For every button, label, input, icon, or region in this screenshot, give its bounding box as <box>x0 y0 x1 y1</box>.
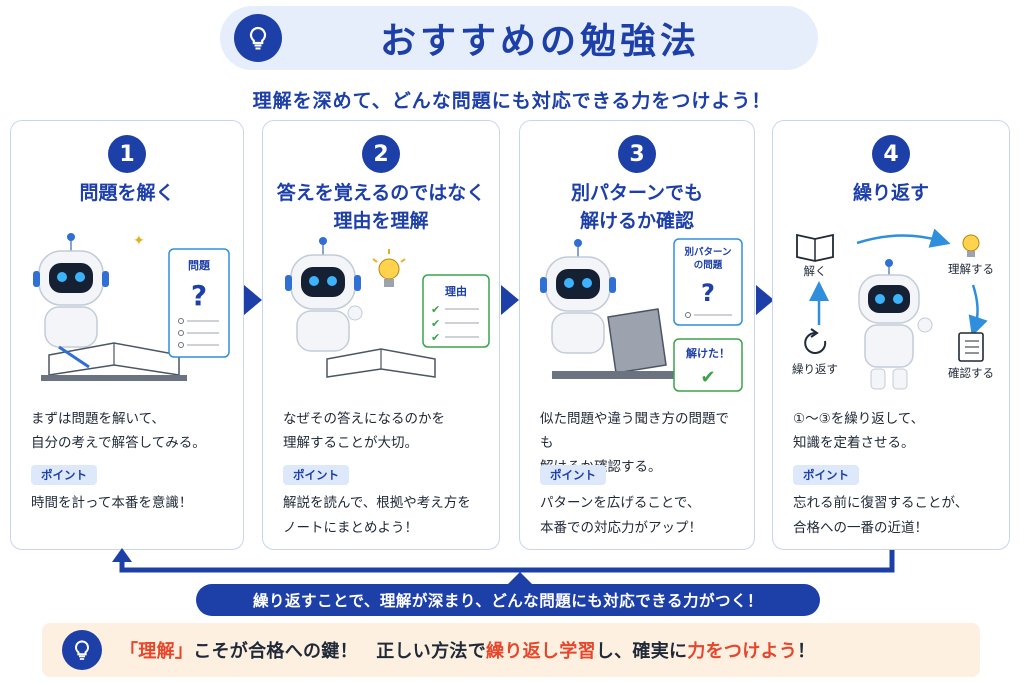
laptop-icon <box>552 308 676 379</box>
svg-text:✦: ✦ <box>133 233 145 249</box>
step-title: 答えを覚えるのではなく 理由を理解 <box>276 182 486 232</box>
lightbulb-icon <box>62 630 102 670</box>
book-icon <box>796 233 834 262</box>
open-book-icon <box>326 348 436 378</box>
loop-banner: 繰り返すことで、理解が深まり、どんな問題にも対応できる力がつく！ <box>196 584 820 616</box>
svg-text:✔: ✔ <box>431 317 440 330</box>
cycle-repeat-label: 繰り返す <box>792 362 838 376</box>
point-badge: ポイント <box>540 465 606 485</box>
cycle-understand-label: 理解する <box>948 262 994 276</box>
step-title: 繰り返す <box>852 182 929 204</box>
arrow-right-icon <box>501 285 519 315</box>
svg-text:✔: ✔ <box>431 303 440 316</box>
point-text: 解説を読んで、根拠や考え方を ノートにまとめよう！ <box>283 495 471 536</box>
arrow-right-icon <box>244 285 262 315</box>
point-badge: ポイント <box>793 465 859 485</box>
conclusion-mid: こそが合格への鍵！ 正しい方法で <box>193 641 487 662</box>
step-illustration: ✦ 問題 ? <box>19 229 235 399</box>
cycle-arrow <box>968 284 988 337</box>
cycle-confirm-label: 確認する <box>948 366 994 380</box>
open-book-icon <box>41 342 187 381</box>
conclusion-end: ！ <box>797 641 816 662</box>
conclusion-highlight-2: 力をつけよう <box>687 641 798 662</box>
point-badge: ポイント <box>31 465 97 485</box>
problem-card: 問題 ? <box>168 248 230 358</box>
solved-card: 解けた！ ✔ <box>673 338 743 392</box>
lightbulb-icon <box>234 14 282 62</box>
cycle-arrow <box>856 228 951 248</box>
lightbulb-icon <box>962 234 980 257</box>
lightbulb-icon <box>372 249 406 287</box>
title-banner: おすすめの勉強法 <box>220 6 818 70</box>
step-card-4: 4 繰り返す 解く 理解する <box>772 120 1010 550</box>
arrow-right-icon <box>756 285 774 315</box>
step-card-1: 1 問題を解く ✦ <box>10 120 244 550</box>
robot-icon <box>285 237 363 352</box>
point-text: 時間を計って本番を意識！ <box>31 495 193 511</box>
conclusion-key: 「理解」 <box>120 641 194 662</box>
page-subtitle: 理解を深めて、どんな問題にも対応できる力をつけよう！ <box>252 90 772 112</box>
step-description: ①〜③を繰り返して、 知識を定着させる。 <box>793 411 925 451</box>
point-text: パターンを広げることで、 本番での対応力がアップ！ <box>540 495 702 536</box>
conclusion-banner: 「理解」こそが合格への鍵！ 正しい方法で繰り返し学習し、確実に力をつけよう！ <box>42 623 980 677</box>
checklist-icon <box>958 332 984 362</box>
reason-card-label: 理由 <box>445 284 467 298</box>
svg-text:✔: ✔ <box>431 331 440 344</box>
pattern-card-label-2: の問題 <box>694 259 723 271</box>
step-description: まずは問題を解いて、 自分の考えで解答してみる。 <box>31 411 206 451</box>
step-description: なぜその答えになるのかを 理解することが大切。 <box>283 411 445 451</box>
pattern-card: 別パターン の問題 ? <box>673 238 743 326</box>
cycle-solve-label: 解く <box>804 264 827 278</box>
step-card-2: 2 答えを覚えるのではなく 理由を理解 <box>262 120 500 550</box>
step-illustration: 別パターン の問題 ? 解けた！ ✔ <box>528 229 746 399</box>
step-illustration: 理由 ✔ ✔ ✔ <box>271 229 491 399</box>
robot-icon <box>858 259 933 390</box>
check-icon: ✔ <box>700 367 715 388</box>
svg-text:?: ? <box>701 279 715 307</box>
solved-label: 解けた！ <box>686 346 730 360</box>
conclusion-highlight-1: 繰り返し学習 <box>486 641 596 662</box>
step-number: 4 <box>872 135 910 173</box>
page-title: おすすめの勉強法 <box>379 21 700 62</box>
step-card-3: 3 別パターンでも 解けるか確認 別パターン の問題 <box>519 120 755 550</box>
pattern-card-label-1: 別パターン <box>683 246 731 258</box>
step-title: 別パターンでも 解けるか確認 <box>570 182 704 232</box>
step-number: 1 <box>108 135 146 173</box>
problem-card-label: 問題 <box>188 259 211 272</box>
step-illustration: 解く 理解する 確認する <box>781 228 1001 399</box>
conclusion-mid-2: し、確実に <box>595 641 688 662</box>
svg-text:?: ? <box>191 279 207 312</box>
point-text: 忘れる前に復習することが、 合格への一番の近道！ <box>793 495 969 536</box>
refresh-icon <box>804 328 827 354</box>
conclusion-text: 「理解」こそが合格への鍵！ 正しい方法で繰り返し学習し、確実に力をつけよう！ <box>120 637 815 663</box>
step-number: 2 <box>362 135 400 173</box>
robot-icon <box>33 233 109 348</box>
reason-card: 理由 ✔ ✔ ✔ <box>422 274 490 348</box>
step-title: 問題を解く <box>79 182 175 204</box>
robot-icon <box>540 239 616 354</box>
step-number: 3 <box>618 135 656 173</box>
point-badge: ポイント <box>283 465 349 485</box>
